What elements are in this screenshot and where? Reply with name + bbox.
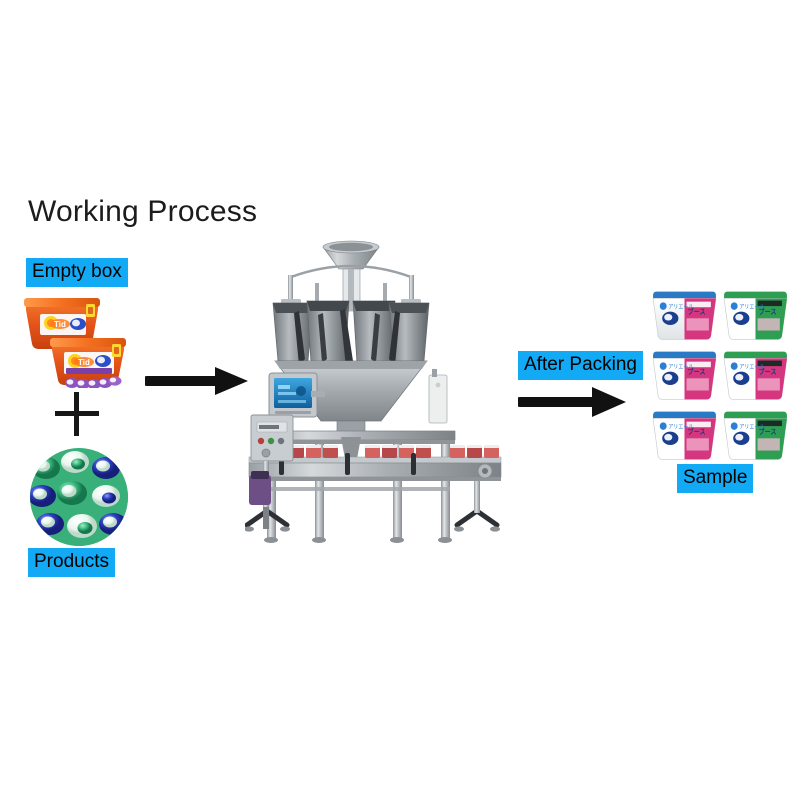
label-products: Products — [28, 548, 115, 577]
sample-tub: ブース アリエール — [721, 405, 790, 463]
label-empty-box: Empty box — [26, 258, 128, 287]
svg-text:ブース: ブース — [759, 366, 777, 375]
plus-sign-icon — [55, 392, 99, 436]
svg-text:アリエール: アリエール — [668, 303, 694, 310]
right-arrow-icon-1 — [142, 363, 250, 404]
label-sample: Sample — [677, 464, 754, 493]
svg-text:ブース: ブース — [688, 366, 706, 375]
svg-text:アリエール: アリエール — [668, 363, 694, 370]
packed-product-samples: ブース アリエール ブース アリエール — [650, 285, 790, 460]
page-title: Working Process — [28, 195, 258, 228]
sample-tub: ブース アリエール — [650, 345, 719, 403]
svg-text:アリエール: アリエール — [739, 363, 765, 370]
orange-detergent-tubs-illustration: Tid Tid — [24, 298, 126, 389]
detergent-pods-circle — [30, 448, 128, 546]
machine-illustration — [244, 240, 502, 543]
svg-text:Tid: Tid — [54, 320, 66, 329]
svg-text:アリエール: アリエール — [739, 303, 765, 310]
svg-text:Tid: Tid — [78, 358, 90, 367]
svg-text:ブース: ブース — [759, 426, 777, 435]
sample-tub: ブース アリエール — [650, 285, 719, 343]
svg-text:アリエール: アリエール — [668, 423, 694, 430]
sample-tub: ブース アリエール — [721, 345, 790, 403]
multihead-weigher-filling-machine — [244, 225, 510, 560]
right-arrow-icon-2 — [515, 383, 628, 426]
sample-tub: ブース アリエール — [650, 405, 719, 463]
svg-text:ブース: ブース — [688, 426, 706, 435]
label-after-packing: After Packing — [518, 351, 643, 380]
svg-text:アリエール: アリエール — [739, 423, 765, 430]
detergent-pods-illustration — [30, 448, 128, 546]
svg-text:ブース: ブース — [759, 307, 777, 316]
svg-text:ブース: ブース — [688, 307, 706, 316]
empty-box-containers: Tid Tid — [22, 290, 132, 389]
sample-tub: ブース アリエール — [721, 285, 790, 343]
